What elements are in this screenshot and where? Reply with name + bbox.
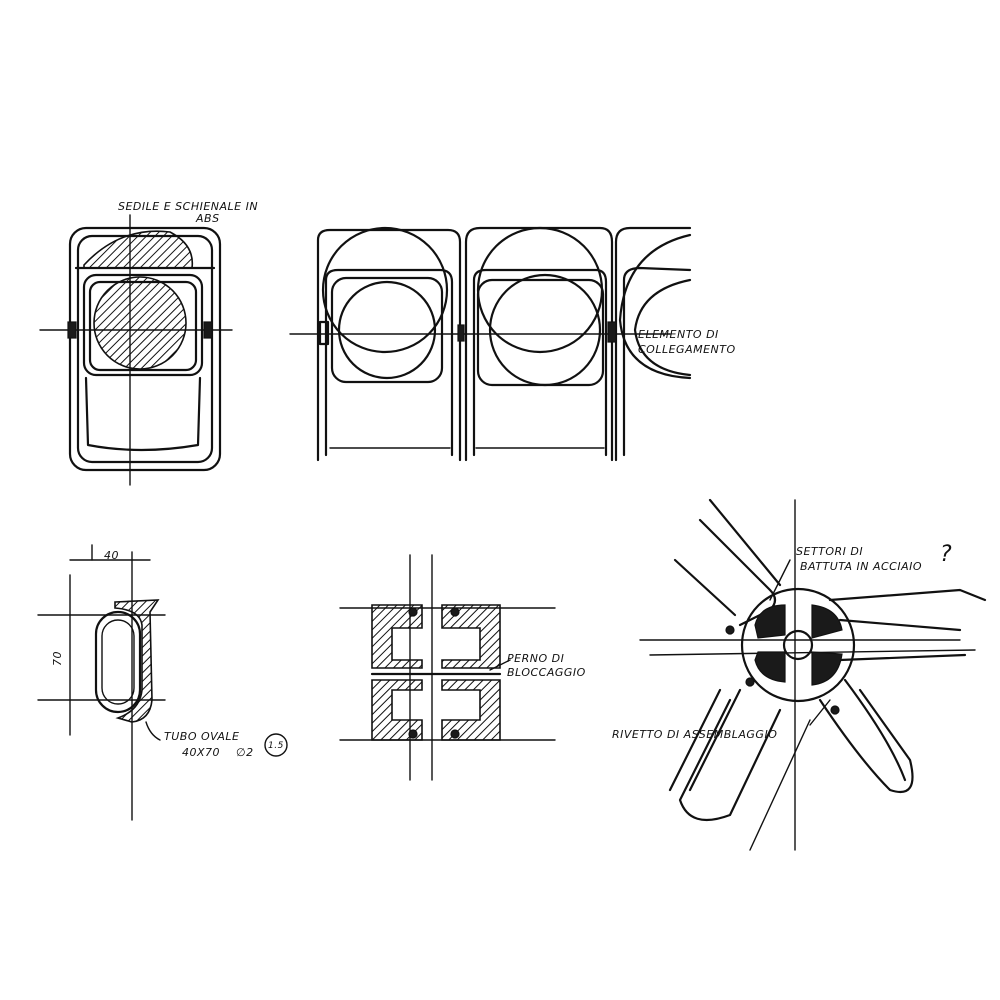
bolt-cover-note: RIVETTO DI ASSEMBLAGGIO: [612, 728, 778, 741]
thickness-circle: [264, 733, 288, 757]
locking-pin-line1: PERNO DI: [507, 652, 565, 665]
dimension-top: 40: [104, 549, 119, 562]
tube-thickness: 1.5: [268, 741, 284, 751]
question-mark: ?: [940, 542, 953, 567]
tube-note-line2: 40x70: [182, 746, 221, 759]
radial-hub-assembly: [639, 498, 987, 851]
steel-sectors-line2: BATTUTA IN ACCIAIO: [800, 560, 923, 573]
linked-chairs-row: [289, 226, 692, 462]
oval-tube-section: [37, 544, 166, 821]
connector-note-line2: COLLEGAMENTO: [638, 343, 736, 356]
locking-section: [339, 554, 556, 781]
seat-note-line1: SEDILE E SCHIENALE IN: [118, 200, 259, 213]
locking-pin-line2: BLOCCAGGIO: [507, 666, 586, 679]
single-chair-plan: [39, 214, 233, 486]
connector-note-line1: ELEMENTO DI: [638, 328, 719, 341]
dimension-side: 70: [51, 651, 64, 666]
tube-note-line1: TUBO OVALE: [164, 730, 240, 743]
seat-note-line2: ABS: [196, 212, 220, 225]
steel-sectors-line1: SETTORI DI: [796, 545, 864, 558]
tube-gauge: ∅2: [236, 746, 254, 759]
